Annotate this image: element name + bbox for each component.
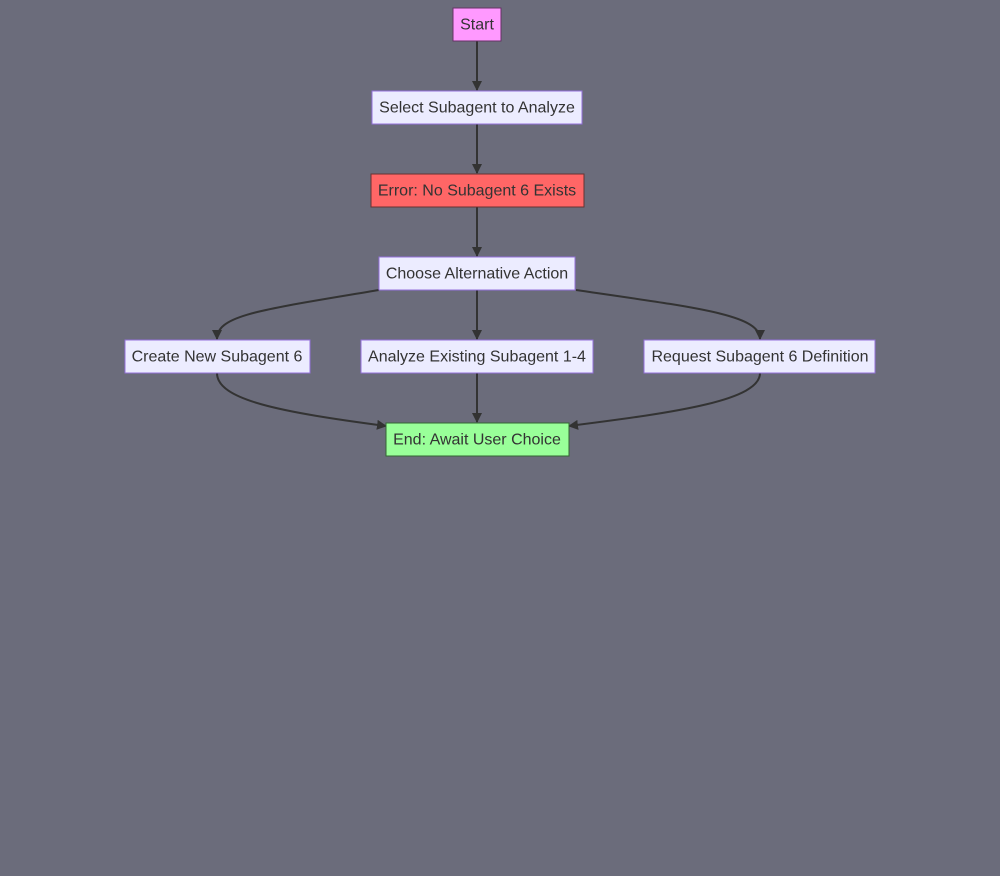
edge-create-to-end: [216, 372, 387, 430]
node-analyze-box: [360, 339, 594, 374]
node-start-box: [452, 7, 502, 42]
node-analyze-label: Analyze Existing Subagent 1-4: [368, 349, 586, 366]
node-analyze: Analyze Existing Subagent 1-4: [360, 339, 594, 374]
node-create-box: [124, 339, 311, 374]
node-error-box: [370, 173, 585, 208]
node-error-label: Error: No Subagent 6 Exists: [378, 183, 576, 200]
node-choose-label: Choose Alternative Action: [386, 266, 568, 283]
node-end-box: [385, 422, 570, 457]
edge-choose-to-request: [575, 289, 765, 340]
node-start-label: Start: [460, 17, 494, 34]
node-select: Select Subagent to Analyze: [371, 90, 583, 125]
node-error: Error: No Subagent 6 Exists: [370, 173, 585, 208]
node-choose-box: [378, 256, 576, 291]
node-end: End: Await User Choice: [385, 422, 570, 457]
edge-request-to-end: [568, 372, 761, 430]
edge-choose-to-create: [212, 289, 380, 340]
node-choose: Choose Alternative Action: [378, 256, 576, 291]
node-select-label: Select Subagent to Analyze: [379, 100, 575, 117]
node-request-label: Request Subagent 6 Definition: [651, 349, 868, 366]
node-select-box: [371, 90, 583, 125]
node-start: Start: [452, 7, 502, 42]
node-create: Create New Subagent 6: [124, 339, 311, 374]
node-request: Request Subagent 6 Definition: [643, 339, 876, 374]
node-create-label: Create New Subagent 6: [132, 349, 303, 366]
node-request-box: [643, 339, 876, 374]
node-end-label: End: Await User Choice: [393, 432, 561, 449]
edges: [212, 41, 765, 430]
